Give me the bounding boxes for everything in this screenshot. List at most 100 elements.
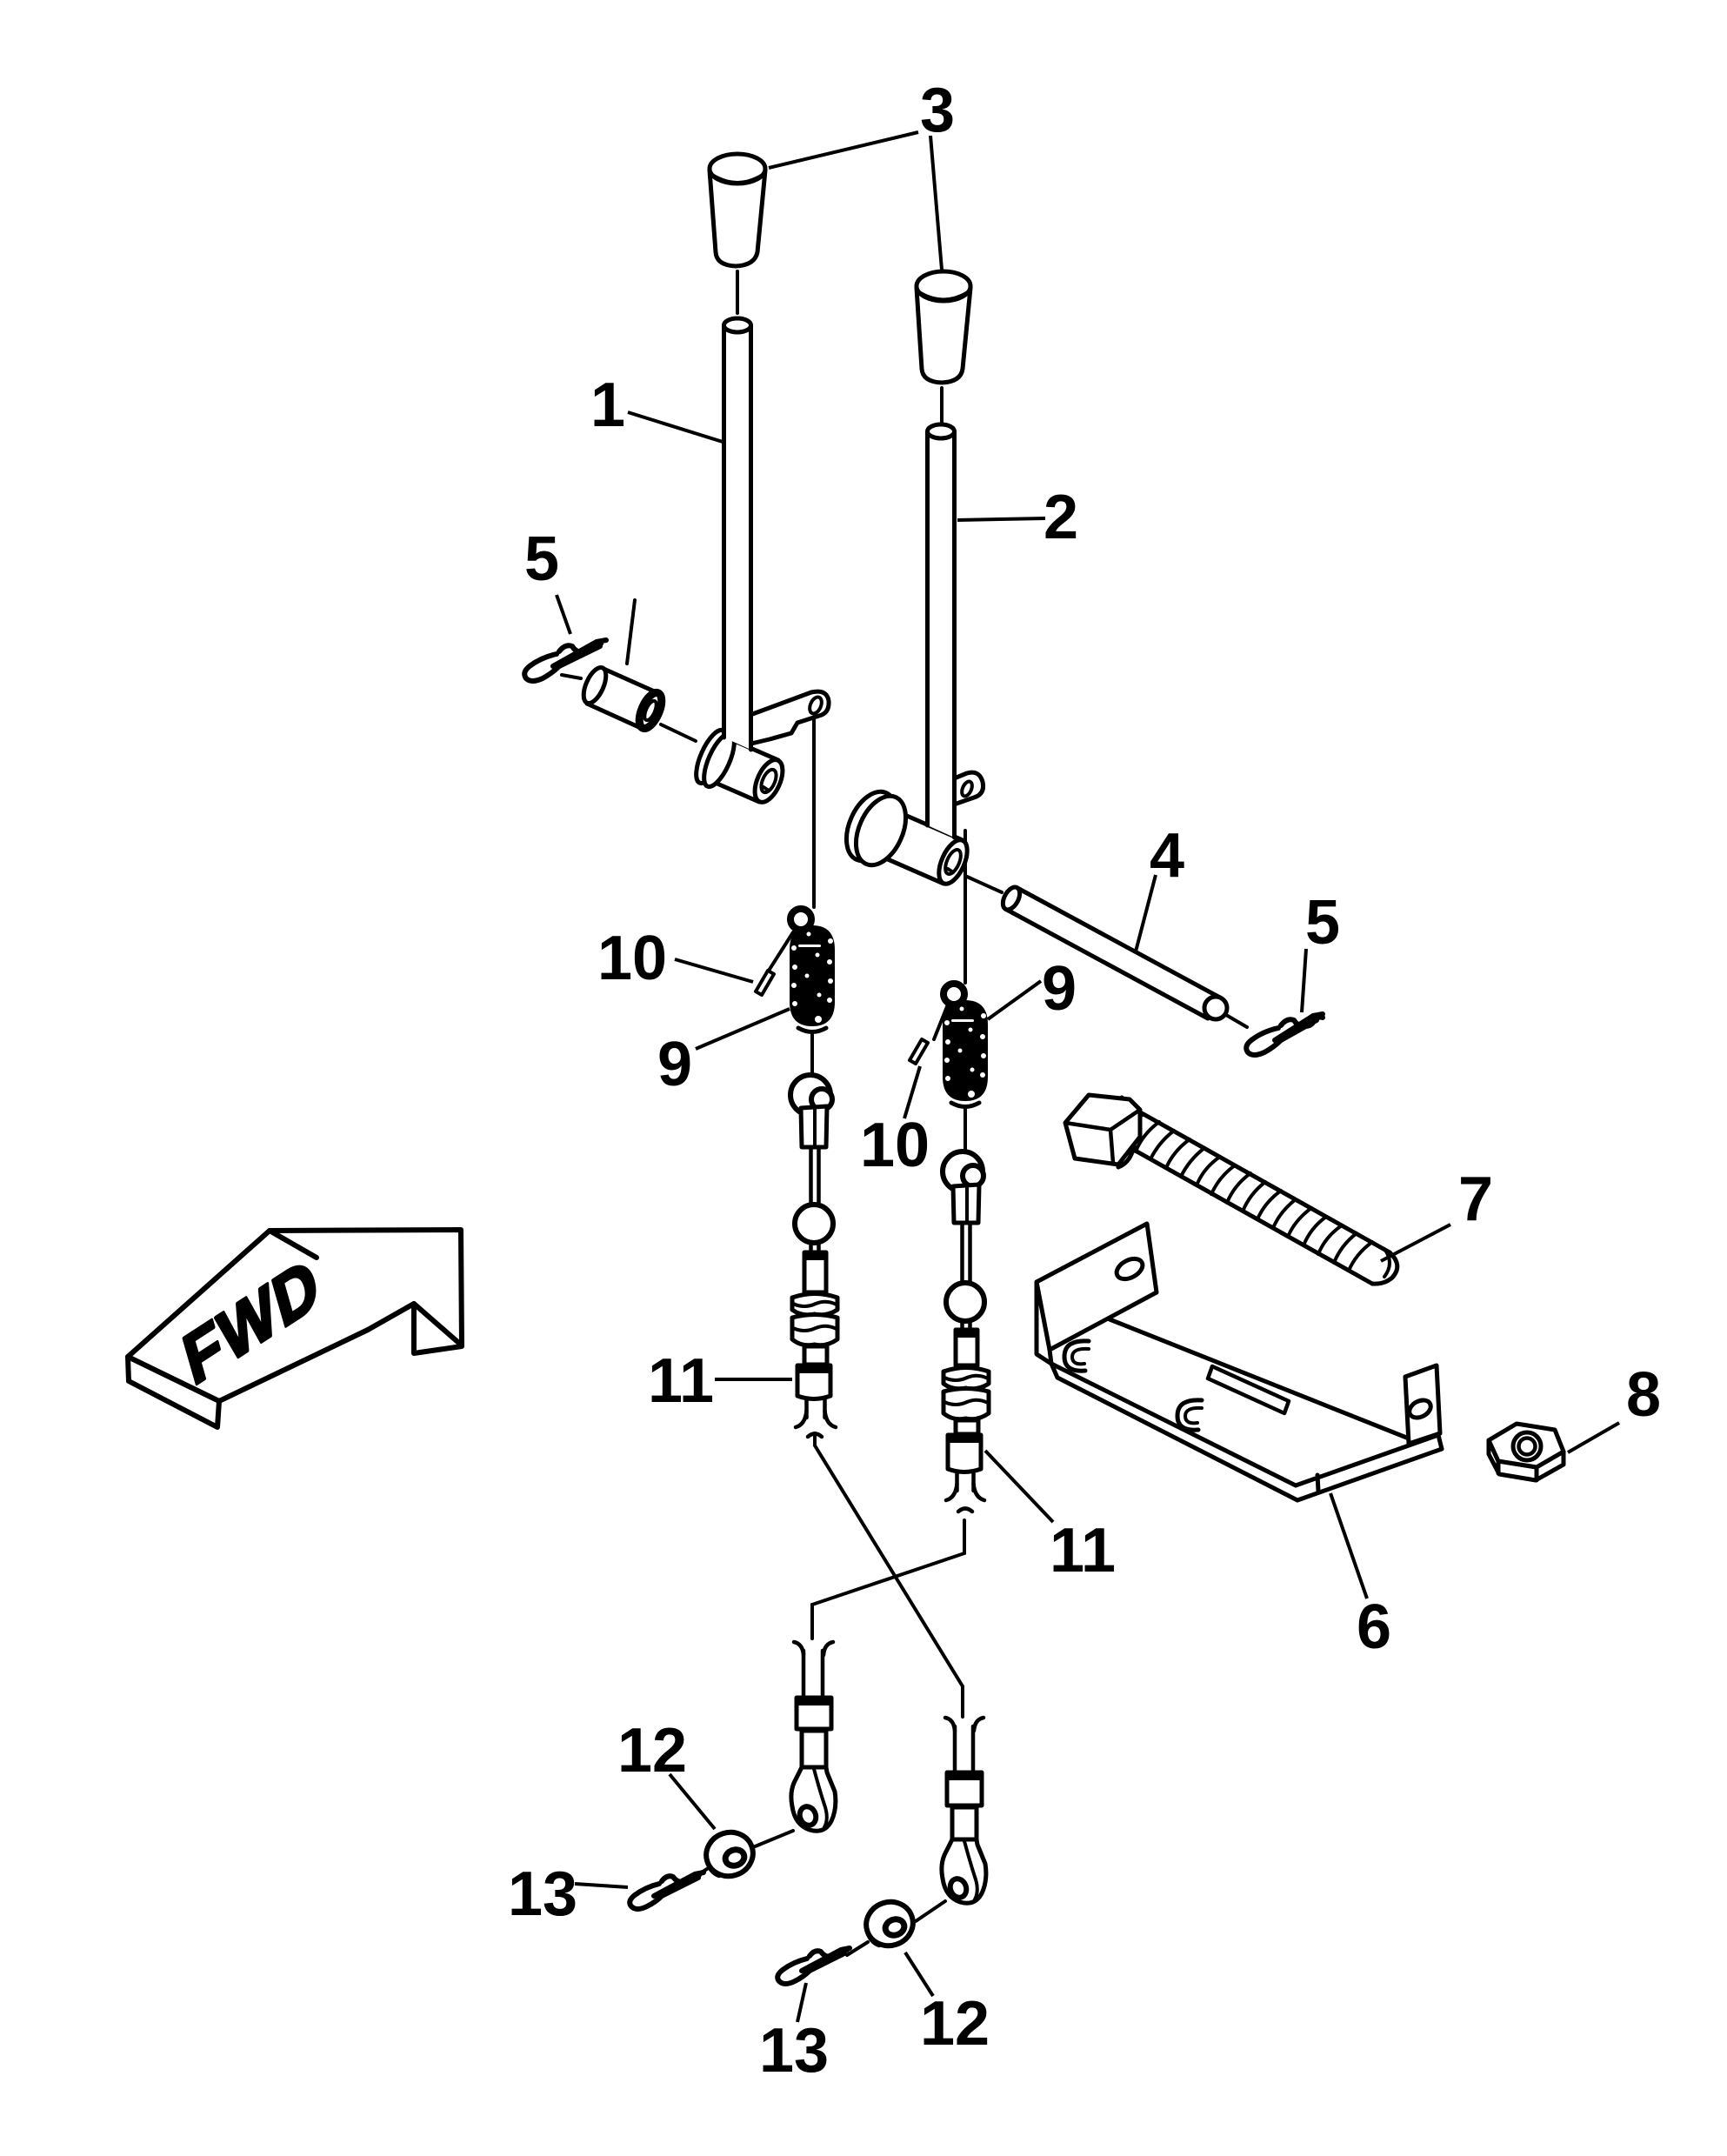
rect-shape bbox=[804, 1252, 826, 1260]
cable-cross-left-to-right bbox=[813, 1432, 964, 1719]
circle-stroke bbox=[1510, 1430, 1544, 1463]
drawing-stroke bbox=[1195, 1155, 1222, 1187]
pivot-rod-4 bbox=[1000, 884, 1230, 1022]
drawing-stroke bbox=[802, 1344, 830, 1367]
drawing-stroke bbox=[1225, 1171, 1252, 1205]
pin-10-right bbox=[908, 1038, 930, 1065]
drawing-stroke bbox=[1370, 1250, 1400, 1286]
ellipse-stroke bbox=[925, 422, 957, 441]
clevis-right bbox=[939, 1715, 989, 1906]
drawing-stroke bbox=[953, 1418, 981, 1437]
drawing-stroke bbox=[1241, 1180, 1267, 1213]
spring-9-right bbox=[940, 980, 988, 1109]
leader-line-part-5 bbox=[555, 594, 572, 635]
circle-stroke bbox=[959, 1006, 964, 1011]
drawing-stroke bbox=[722, 323, 753, 752]
drawing-stroke bbox=[1383, 1247, 1391, 1278]
callout-part-9: 9 bbox=[1042, 954, 1077, 1024]
circle-stroke bbox=[815, 952, 820, 958]
circle-stroke bbox=[981, 1013, 986, 1018]
leader-line-part-9 bbox=[695, 1007, 790, 1051]
drawing-stroke bbox=[1256, 1189, 1283, 1221]
drawing-stroke bbox=[1049, 1361, 1444, 1452]
drawing-stroke bbox=[557, 640, 603, 655]
circle-stroke bbox=[828, 978, 833, 984]
rect-shape bbox=[947, 1772, 982, 1780]
knob-2 bbox=[914, 269, 973, 385]
cotter-pin-5-right bbox=[1244, 1011, 1325, 1058]
drawing-stroke bbox=[1210, 1164, 1237, 1196]
drawing-stroke bbox=[1108, 1127, 1116, 1165]
callout-part-12: 12 bbox=[617, 1716, 687, 1786]
callout-part-13: 13 bbox=[508, 1859, 577, 1929]
cable-cross-right-to-left bbox=[810, 1519, 966, 1640]
leader-line-part-6 bbox=[1329, 1492, 1369, 1599]
leader-line-part-4 bbox=[1134, 874, 1157, 952]
axis-pin10L-spring bbox=[767, 931, 795, 972]
callout-part-5: 5 bbox=[1305, 888, 1340, 958]
drawing-stroke bbox=[1003, 885, 1223, 1021]
leader-line-part-11 bbox=[984, 1449, 1055, 1524]
drawing-stroke bbox=[927, 431, 955, 838]
ellipse-stroke bbox=[960, 779, 974, 798]
lever2-hub bbox=[843, 789, 970, 886]
leader-line-bushing bbox=[625, 598, 637, 665]
washer-12-right bbox=[864, 1899, 916, 1949]
leader-line-part-9 bbox=[986, 979, 1043, 1021]
leader-line-part-3 bbox=[929, 135, 944, 270]
axis-washerR-clevisR bbox=[914, 1899, 947, 1923]
circle-stroke bbox=[970, 1067, 975, 1072]
drawing-stroke bbox=[1062, 1338, 1091, 1373]
callout-part-2: 2 bbox=[1044, 483, 1078, 552]
leader-line-part-8 bbox=[1567, 1421, 1620, 1454]
axis-washerR-pin13R bbox=[845, 1940, 870, 1957]
drawing-stroke bbox=[796, 1025, 829, 1034]
leader-line-part-5 bbox=[1300, 948, 1308, 1013]
drawing-stroke bbox=[522, 644, 603, 684]
drawing-stroke bbox=[946, 867, 955, 874]
circle-stroke bbox=[945, 1076, 950, 1081]
knob-1 bbox=[707, 151, 768, 269]
drawing-stroke bbox=[799, 1728, 829, 1770]
drawing-stroke bbox=[925, 429, 957, 840]
drawing-stroke bbox=[793, 1408, 838, 1430]
axis-pin5L-bushing bbox=[560, 673, 583, 680]
drawing-stroke bbox=[1184, 1405, 1204, 1425]
drawing-stroke bbox=[1070, 1346, 1090, 1366]
drawing-stroke bbox=[762, 785, 770, 792]
drawing-stroke bbox=[1047, 1347, 1054, 1366]
ellipse-stroke bbox=[722, 1846, 748, 1869]
circle-stroke bbox=[980, 1072, 985, 1078]
drawing-stroke bbox=[795, 1363, 833, 1401]
drawing-stroke bbox=[960, 1220, 972, 1286]
cable-assembly-11-right bbox=[940, 1149, 991, 1514]
drawing-stroke bbox=[125, 1227, 464, 1404]
ellipse-stroke bbox=[759, 767, 778, 795]
circle-stroke bbox=[968, 1027, 973, 1032]
drawing-stroke bbox=[943, 1000, 988, 1101]
ellipse-stroke bbox=[853, 793, 909, 868]
drawing-stroke bbox=[1164, 1138, 1191, 1170]
callout-part-10: 10 bbox=[860, 1111, 930, 1180]
spring-9-left bbox=[787, 905, 835, 1034]
ellipse-stroke bbox=[808, 695, 823, 716]
drawing-stroke bbox=[1149, 1129, 1176, 1161]
drawing-stroke bbox=[914, 285, 973, 385]
drawing-stroke bbox=[1315, 1472, 1321, 1493]
leader-line-part-12 bbox=[904, 1951, 935, 1998]
circle-stroke bbox=[828, 938, 833, 944]
callout-part-1: 1 bbox=[590, 370, 625, 440]
ellipse-stroke bbox=[882, 1916, 908, 1939]
drawing-stroke bbox=[908, 1038, 930, 1065]
circle-stroke bbox=[944, 1020, 950, 1025]
leader-line-part-13 bbox=[796, 1982, 808, 2023]
rect-shape bbox=[798, 945, 821, 947]
circle-stroke bbox=[944, 1058, 950, 1063]
drawing-stroke bbox=[952, 1724, 976, 1775]
ellipse-stroke bbox=[797, 1804, 819, 1828]
drawing-stroke bbox=[1286, 1206, 1313, 1238]
drawing-stroke bbox=[1005, 888, 1220, 1018]
drawing-stroke bbox=[659, 1872, 702, 1885]
drawing-stroke bbox=[864, 1928, 882, 1948]
circle-stroke bbox=[827, 998, 832, 1003]
